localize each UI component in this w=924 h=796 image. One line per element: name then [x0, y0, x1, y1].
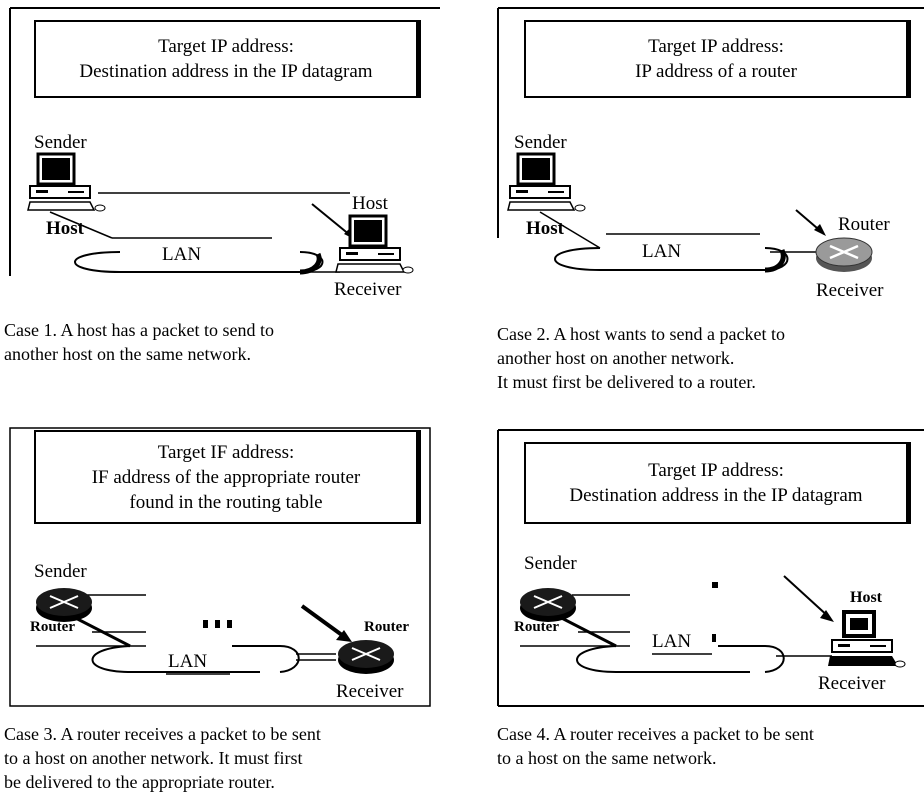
case3-caption: Case 3. A router receives a packet to be…	[4, 722, 321, 794]
case1-target-box: Target IP address: Destination address i…	[34, 20, 421, 98]
case2-caption-line3: It must first be delivered to a router.	[497, 372, 756, 392]
case2-router-label: Router	[838, 214, 890, 235]
router-icon	[520, 588, 576, 622]
case2-target-box: Target IP address: IP address of a route…	[524, 20, 911, 98]
case3-target-box: Target IF address: IF address of the app…	[34, 430, 421, 524]
computer-icon	[27, 152, 106, 212]
router-icon	[36, 588, 92, 622]
case4-box-line2: Destination address in the IP datagram	[569, 485, 863, 506]
case3-box-line3: found in the routing table	[129, 491, 323, 513]
case4-caption: Case 4. A router receives a packet to be…	[497, 722, 814, 770]
case1-lan-label: LAN	[162, 244, 202, 265]
case1-box-line1: Target IP address:	[158, 36, 294, 57]
case1-box-line2: Destination address in the IP datagram	[79, 61, 373, 82]
case4-caption-line2: to a host on the same network.	[497, 748, 717, 768]
case2-caption-line1: Case 2. A host wants to send a packet to	[497, 324, 785, 344]
case2-lines	[497, 7, 924, 273]
case1-caption-line1: Case 1. A host has a packet to send to	[4, 320, 274, 340]
case1-panel: Target IP address: Destination address i…	[0, 0, 440, 300]
computer-icon	[507, 152, 586, 212]
case4-panel: Target IP address: Destination address i…	[490, 420, 924, 710]
case3-caption-line3: be delivered to the appropriate router.	[4, 772, 275, 792]
case2-sender-label: Sender	[514, 132, 567, 153]
case1-lines	[9, 7, 440, 276]
case3-sender-label: Sender	[34, 561, 87, 582]
case1-caption-line2: another host on the same network.	[4, 344, 251, 364]
case2-box-line2: IP address of a router	[635, 61, 797, 82]
case2-panel: Target IP address: IP address of a route…	[490, 0, 924, 310]
case4-target-box: Target IP address: Destination address i…	[524, 442, 911, 524]
case2-box-line1: Target IP address:	[648, 36, 784, 57]
case4-receiver-label: Receiver	[818, 673, 886, 694]
computer-icon	[828, 610, 906, 668]
case3-caption-line1: Case 3. A router receives a packet to be…	[4, 724, 321, 744]
case2-lan-label: LAN	[642, 241, 682, 262]
case1-sender-host-label: Host	[46, 218, 84, 239]
case1-caption: Case 1. A host has a packet to send to a…	[4, 318, 274, 366]
case3-lan-label: LAN	[168, 651, 208, 672]
case3-caption-line2: to a host on another network. It must fi…	[4, 748, 303, 768]
case4-lan-label: LAN	[652, 631, 692, 652]
case1-receiver-label: Receiver	[334, 279, 402, 300]
case4-box-line1: Target IP address:	[648, 460, 784, 481]
computer-icon	[335, 214, 414, 274]
router-icon	[815, 237, 873, 272]
case4-caption-line1: Case 4. A router receives a packet to be…	[497, 724, 814, 744]
case2-receiver-label: Receiver	[816, 280, 884, 301]
case3-sender-router-label: Router	[30, 619, 75, 635]
case3-receiver-label: Receiver	[336, 681, 404, 702]
case4-host-label: Host	[850, 589, 882, 606]
case3-box-line2: IF address of the appropriate router	[91, 466, 361, 488]
case3-box-line1: Target IF address:	[157, 441, 295, 463]
case3-lines	[9, 427, 431, 707]
case1-sender-label: Sender	[34, 132, 87, 153]
case3-router-label: Router	[364, 619, 409, 635]
case2-sender-host-label: Host	[526, 218, 564, 239]
case1-host-label: Host	[352, 193, 388, 214]
case4-sender-label: Sender	[524, 553, 577, 574]
router-icon	[338, 640, 394, 674]
case4-sender-router-label: Router	[514, 619, 559, 635]
case4-lines	[497, 429, 924, 707]
case2-caption: Case 2. A host wants to send a packet to…	[497, 322, 785, 394]
case2-caption-line2: another host on another network.	[497, 348, 735, 368]
case3-panel: Target IF address: IF address of the app…	[0, 420, 440, 710]
